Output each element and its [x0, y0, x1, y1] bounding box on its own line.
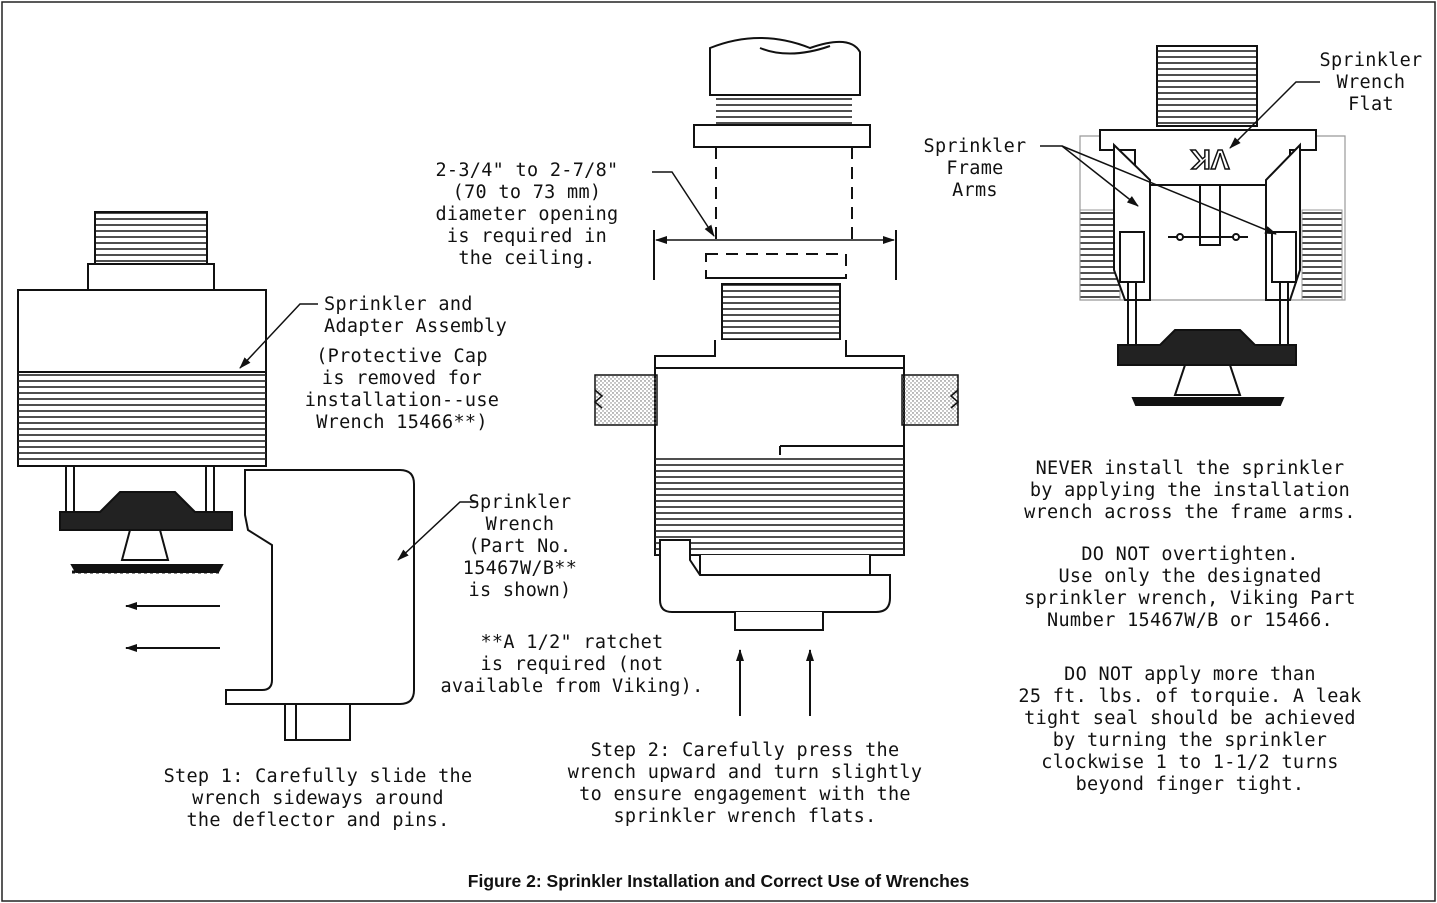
middle-ceiling-pipe — [653, 37, 897, 280]
warning-do-not-overtighten: DO NOT overtighten. Use only the designa… — [1024, 544, 1356, 631]
wrench-leader — [397, 501, 478, 561]
left-wrench — [225, 469, 415, 741]
warning-never-install: NEVER install the sprinkler by applying … — [1024, 458, 1356, 523]
wrench-flat-leader — [1229, 81, 1320, 149]
assembly-leader — [239, 303, 318, 369]
ceiling-opening-note: 2-3/4" to 2-7/8" (70 to 73 mm) diameter … — [435, 160, 619, 269]
opening-leader — [652, 171, 715, 237]
ratchet-note: **A 1/2" ratchet is required (not availa… — [440, 632, 704, 697]
figure-caption: Figure 2: Sprinkler Installation and Cor… — [467, 871, 970, 891]
ceiling-tile-right — [901, 374, 960, 426]
vk-logo: VK — [1191, 144, 1230, 175]
left-sprinkler-assembly — [17, 211, 267, 574]
right-sprinkler-frame — [1079, 45, 1346, 406]
wrench-flat-label: Sprinkler Wrench Flat — [1319, 50, 1423, 115]
frame-arms-label: Sprinkler Frame Arms — [923, 136, 1027, 201]
assembly-label: Sprinkler and Adapter Assembly — [324, 294, 508, 337]
step1-instruction: Step 1: Carefully slide the wrench sidew… — [163, 766, 473, 831]
warning-torque-limit: DO NOT apply more than 25 ft. lbs. of to… — [1018, 664, 1362, 795]
wrench-part-label: Sprinkler Wrench (Part No. 15467W/B** is… — [462, 492, 578, 601]
middle-sprinkler-wrench — [654, 283, 905, 631]
ceiling-tile-left — [593, 374, 658, 426]
step2-instruction: Step 2: Carefully press the wrench upwar… — [567, 740, 923, 827]
frame-arms-leader-2 — [1061, 145, 1277, 235]
protective-cap-note: (Protective Cap is removed for installat… — [304, 346, 500, 433]
